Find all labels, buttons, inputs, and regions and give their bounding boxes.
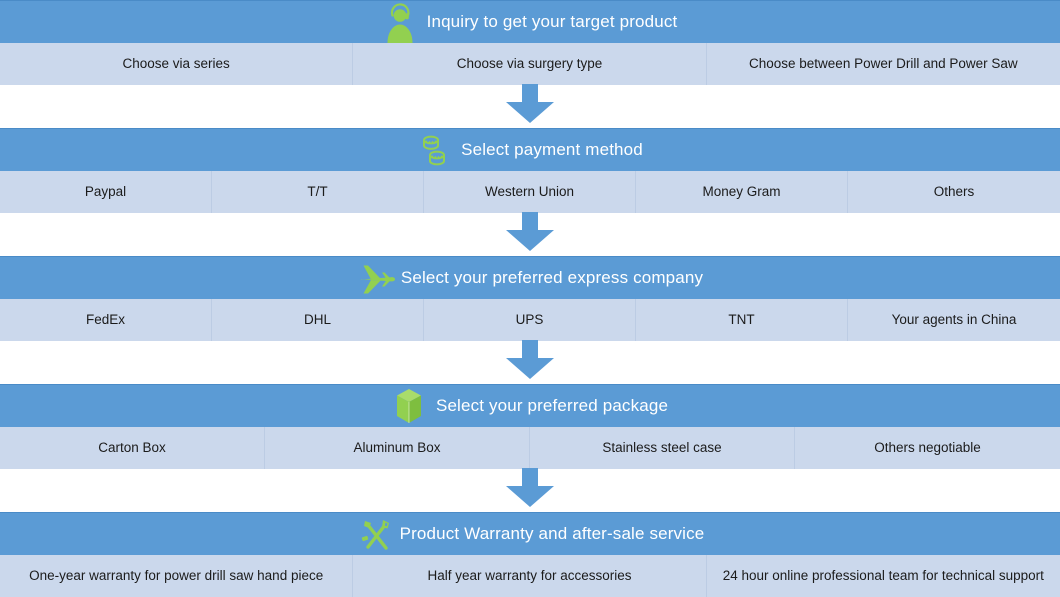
package-box-icon bbox=[392, 387, 426, 427]
step-inquiry: Inquiry to get your target product Choos… bbox=[0, 0, 1060, 85]
arrow-down-icon bbox=[501, 212, 559, 257]
option-stainless-steel-case[interactable]: Stainless steel case bbox=[530, 427, 795, 469]
option-your-agents-in-china[interactable]: Your agents in China bbox=[891, 312, 1017, 328]
option-money-gram[interactable]: Money Gram bbox=[636, 171, 848, 213]
step-payment: Select payment method Paypal T/T Western… bbox=[0, 128, 1060, 213]
step-payment-header: Select payment method bbox=[0, 128, 1060, 171]
step-inquiry-options: Choose via series Choose via surgery typ… bbox=[0, 43, 1060, 85]
coins-stack-icon bbox=[417, 131, 451, 171]
tools-wrench-screwdriver-icon bbox=[356, 515, 390, 555]
option-choose-via-series[interactable]: Choose via series bbox=[0, 43, 354, 85]
option-choose-power-drill-or-saw[interactable]: Choose between Power Drill and Power Saw bbox=[749, 56, 1018, 72]
step-payment-options: Paypal T/T Western Union Money Gram Othe… bbox=[0, 171, 1060, 213]
step-express-header: Select your preferred express company bbox=[0, 256, 1060, 299]
option-tt[interactable]: T/T bbox=[212, 171, 424, 213]
step-express-options: FedEx DHL UPS TNT Your agents in China bbox=[0, 299, 1060, 341]
option-others[interactable]: Others bbox=[933, 184, 975, 200]
connector-2 bbox=[0, 212, 1060, 257]
step-warranty-title: Product Warranty and after-sale service bbox=[399, 524, 705, 543]
step-warranty-header: Product Warranty and after-sale service bbox=[0, 512, 1060, 555]
option-ups[interactable]: UPS bbox=[424, 299, 636, 341]
step-express: Select your preferred express company Fe… bbox=[0, 256, 1060, 341]
airplane-icon bbox=[357, 259, 395, 299]
option-western-union[interactable]: Western Union bbox=[424, 171, 636, 213]
step-package-title: Select your preferred package bbox=[435, 396, 669, 415]
step-package-options: Carton Box Aluminum Box Stainless steel … bbox=[0, 427, 1060, 469]
arrow-down-icon bbox=[501, 468, 559, 513]
step-inquiry-title: Inquiry to get your target product bbox=[426, 12, 678, 31]
option-choose-via-surgery-type[interactable]: Choose via surgery type bbox=[353, 43, 707, 85]
option-aluminum-box[interactable]: Aluminum Box bbox=[265, 427, 530, 469]
option-others-negotiable[interactable]: Others negotiable bbox=[874, 440, 981, 456]
step-payment-title: Select payment method bbox=[461, 140, 643, 159]
option-24-hour-online-support[interactable]: 24 hour online professional team for tec… bbox=[722, 567, 1044, 583]
connector-4 bbox=[0, 468, 1060, 513]
arrow-down-icon bbox=[501, 340, 559, 385]
option-carton-box[interactable]: Carton Box bbox=[0, 427, 265, 469]
connector-3 bbox=[0, 340, 1060, 385]
option-dhl[interactable]: DHL bbox=[212, 299, 424, 341]
option-one-year-warranty-hand-piece[interactable]: One-year warranty for power drill saw ha… bbox=[0, 555, 354, 597]
option-fedex[interactable]: FedEx bbox=[0, 299, 212, 341]
connector-1 bbox=[0, 84, 1060, 129]
step-express-title: Select your preferred express company bbox=[400, 268, 704, 287]
option-paypal[interactable]: Paypal bbox=[0, 171, 212, 213]
step-package: Select your preferred package Carton Box… bbox=[0, 384, 1060, 469]
arrow-down-icon bbox=[501, 84, 559, 129]
customer-service-person-icon bbox=[383, 3, 417, 43]
step-warranty: Product Warranty and after-sale service … bbox=[0, 512, 1060, 597]
step-inquiry-header: Inquiry to get your target product bbox=[0, 0, 1060, 43]
option-tnt[interactable]: TNT bbox=[636, 299, 848, 341]
step-warranty-options: One-year warranty for power drill saw ha… bbox=[0, 555, 1060, 597]
step-package-header: Select your preferred package bbox=[0, 384, 1060, 427]
option-half-year-warranty-accessories[interactable]: Half year warranty for accessories bbox=[353, 555, 707, 597]
